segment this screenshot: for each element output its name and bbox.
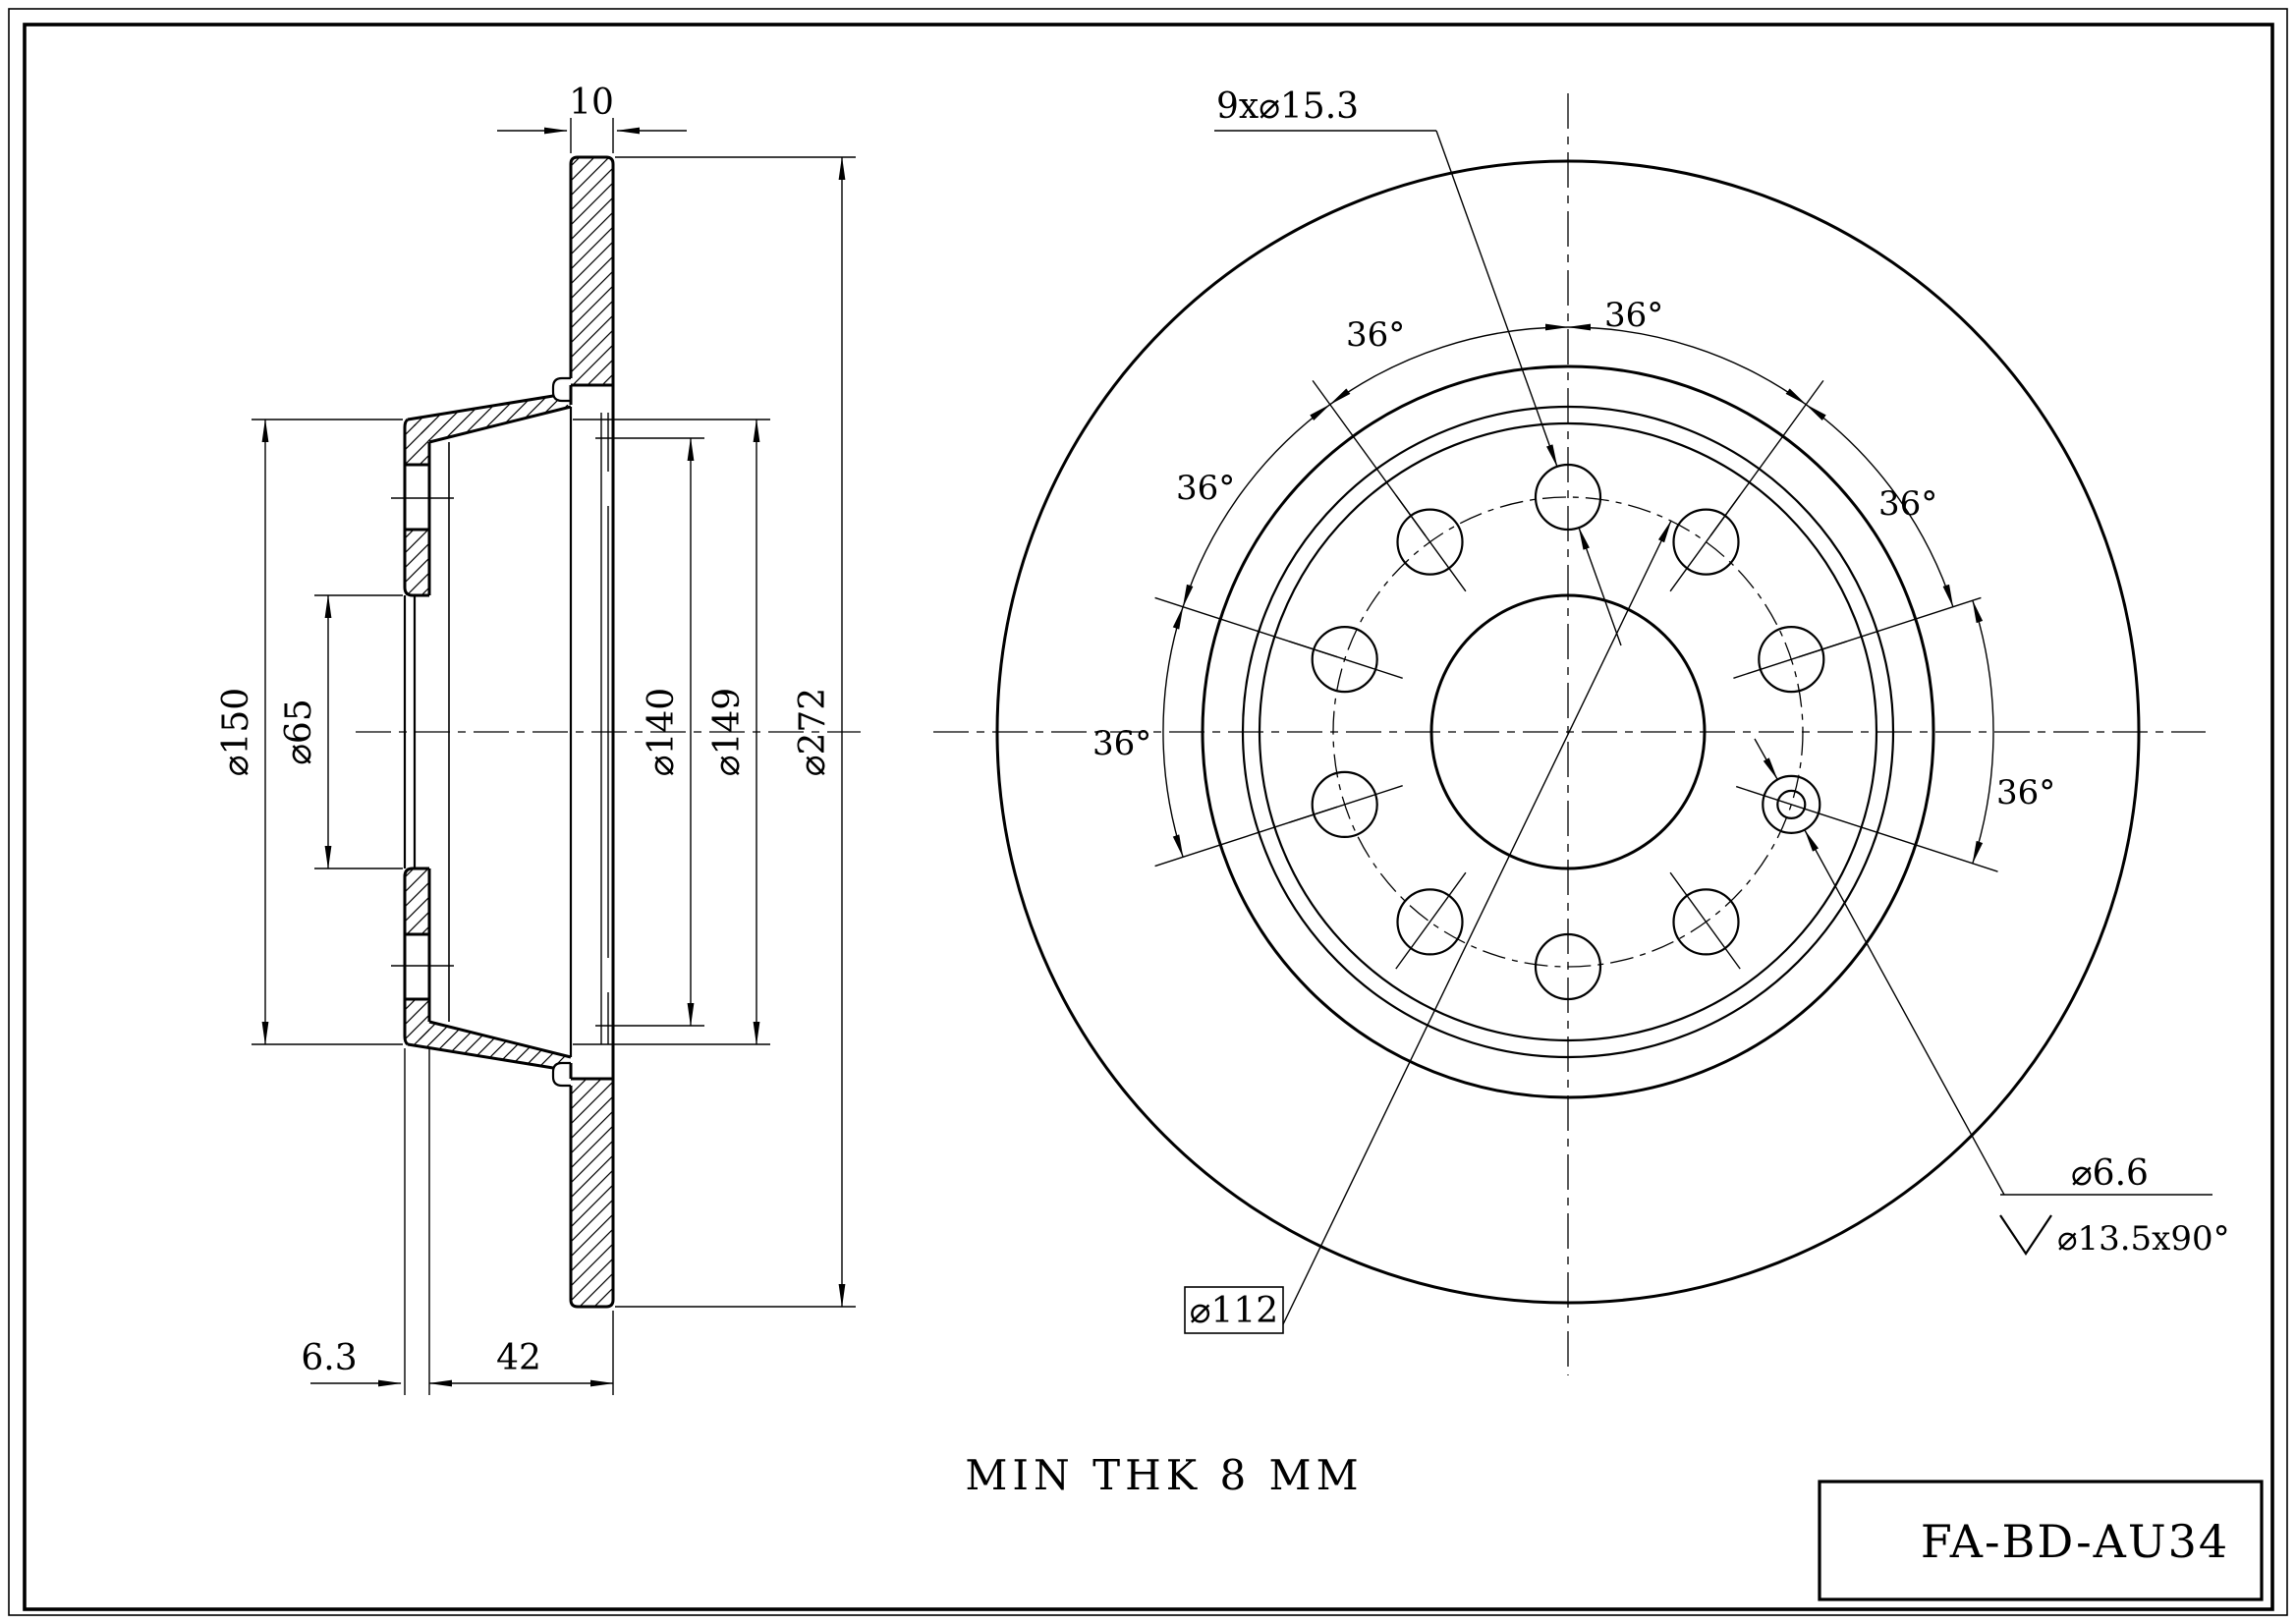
friction-inner-circle (1201, 364, 1935, 1099)
angle-label-upper-left: 36° (1176, 469, 1235, 508)
bolt-holes-label: 9x⌀15.3 (1216, 86, 1359, 127)
bolt-holes (1311, 463, 1825, 1001)
hat-cone-top-hatch (408, 396, 571, 442)
part-number: FA-BD-AU34 (1921, 1515, 2229, 1568)
section-extension-lines (252, 118, 856, 1395)
section-dimensions (261, 127, 846, 1387)
friction-ring-outline (551, 155, 615, 1309)
angle-label-right: 36° (1996, 773, 2055, 812)
angle-label-left: 36° (1092, 724, 1151, 763)
dim-outer-diameter: ⌀272 (793, 688, 833, 776)
hat-circle (1241, 405, 1895, 1059)
countersink-icon (1999, 1214, 2052, 1256)
friction-ring-top-hatch (571, 157, 613, 385)
pcd-leader (1184, 520, 1672, 1334)
dim-hat-diameter: ⌀150 (216, 688, 256, 776)
angle-label-upper-right: 36° (1878, 484, 1937, 524)
bolt-hole-centerlines (1289, 494, 1847, 970)
angle-arcs (1162, 323, 1994, 865)
dim-disc-thickness: 10 (569, 83, 614, 123)
hat-cone-bottom-hatch (408, 1022, 571, 1068)
screw-hole-label: ⌀6.6 (2071, 1153, 2149, 1194)
bolt-holes-leader (1214, 130, 1622, 646)
hat-cone-outline (407, 394, 572, 1070)
angle-label-top-left: 36° (1346, 315, 1405, 355)
section-centerlines (356, 497, 861, 967)
radial-lines (1154, 379, 1998, 872)
dim-140: ⌀140 (642, 688, 682, 776)
countersunk-hole (1762, 774, 1821, 835)
drawing-border (8, 8, 2288, 1616)
disc-circles (995, 159, 2141, 1305)
front-view: 9x⌀15.3 ⌀112 ⌀6.6 ⌀13.5x90° 36° 36° 36° … (933, 86, 2230, 1375)
countersink-label: ⌀13.5x90° (2057, 1219, 2230, 1259)
hat-step-circle (1258, 421, 1878, 1042)
dim-center-bore: ⌀65 (279, 699, 319, 764)
center-bore-circle (1429, 593, 1707, 870)
relief-slot-top (551, 376, 571, 403)
outer-diameter-circle (995, 159, 2141, 1305)
dim-flange-thickness: 6.3 (301, 1338, 357, 1378)
relief-slot-bottom (551, 1061, 571, 1088)
dim-149: ⌀149 (707, 688, 748, 776)
countersink-leader (1754, 738, 2212, 1256)
title-block: FA-BD-AU34 (1818, 1480, 2264, 1601)
dim-overall-height: 42 (496, 1338, 541, 1378)
pcd-label: ⌀112 (1190, 1291, 1278, 1331)
min-thickness-note: MIN THK 8 MM (965, 1451, 1363, 1499)
friction-ring-bottom-hatch (571, 1079, 613, 1307)
angle-label-top-right: 36° (1604, 296, 1663, 335)
bolt-circle (1332, 496, 1804, 968)
section-view: 10 ⌀150 ⌀65 ⌀140 ⌀149 ⌀272 6.3 42 (216, 83, 861, 1395)
hat-interior-lines (448, 407, 609, 1057)
